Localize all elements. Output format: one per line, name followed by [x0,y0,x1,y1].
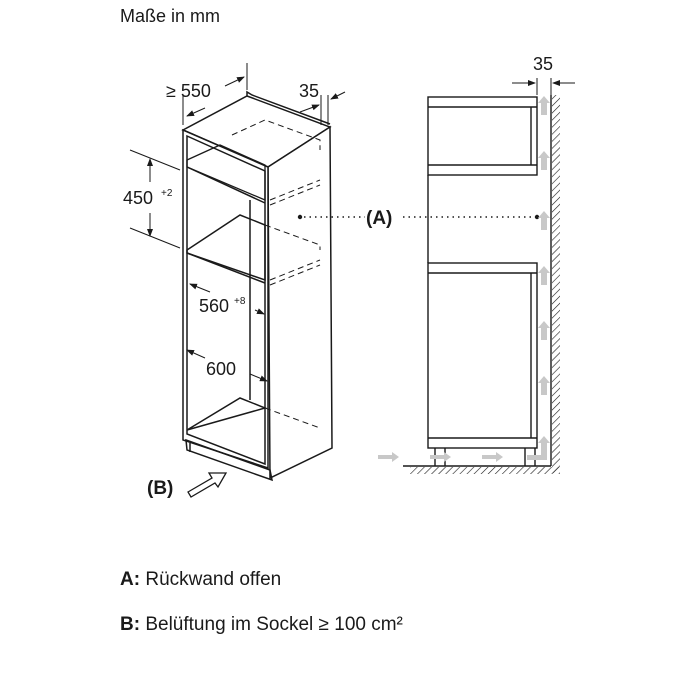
dimension-lines-left [129,63,346,382]
dim-gap-side: 35 [533,54,553,74]
legend-key: A: [120,569,141,590]
rear-open-indicator [297,214,540,220]
legend-text: Belüftung im Sockel ≥ 100 cm² [145,614,403,635]
wall-hatching [552,95,560,473]
legend-text: Rückwand offen [145,569,282,590]
cabinet-side-view [403,95,552,467]
dimension-lines-right [512,78,575,95]
dim-outer-width: 600 [206,359,236,379]
marker-b: (B) [147,478,173,499]
legend-item-a: A: Rückwand offen [120,569,281,591]
dim-inner-width: 560 [199,296,229,316]
legend-item-b: B: Belüftung im Sockel ≥ 100 cm² [120,614,403,636]
dim-depth: ≥ 550 [166,81,211,101]
airflow-arrows [378,96,550,462]
legend-key: B: [120,614,141,635]
dim-niche-height-tol: +2 [161,188,173,199]
floor-hatching [410,467,560,474]
cabinet-isometric [181,90,333,482]
ventilation-arrow-icon [187,472,228,498]
dim-inner-width-tol: +8 [234,296,246,307]
dim-niche-height: 450 [123,188,153,208]
marker-a: (A) [366,208,392,229]
diagram-title: Maße in mm [120,6,221,26]
dim-gap-top: 35 [299,81,319,101]
